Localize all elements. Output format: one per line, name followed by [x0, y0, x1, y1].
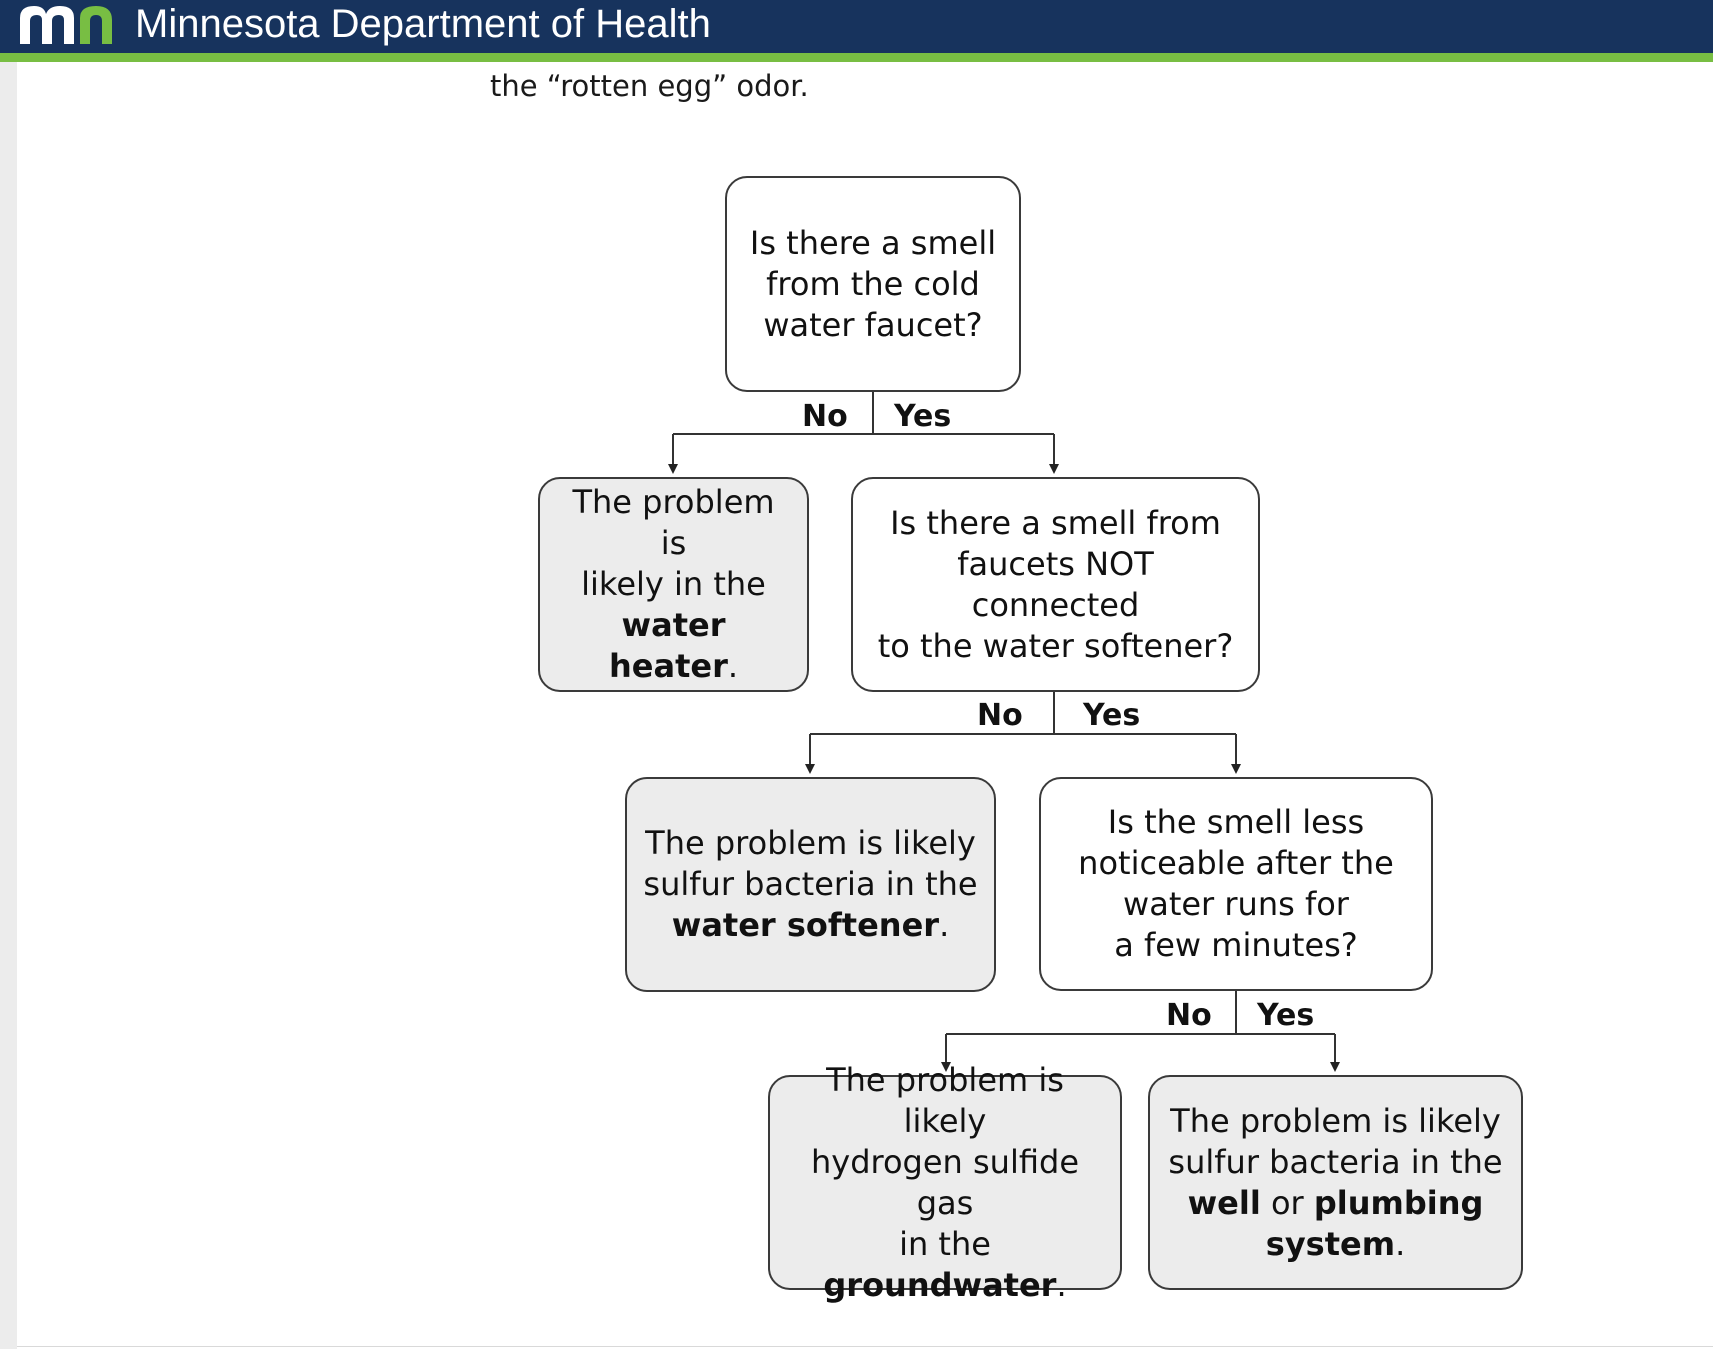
- answer-box-water-heater: The problem is likely in the water heate…: [538, 477, 809, 692]
- site-title[interactable]: Minnesota Department of Health: [135, 2, 711, 46]
- answer-box-water-softener: The problem is likely sulfur bacteria in…: [625, 777, 996, 992]
- q2-no-label: No: [977, 698, 1023, 733]
- question-box-softener-faucets: Is there a smell from faucets NOT connec…: [851, 477, 1260, 692]
- site-header: Minnesota Department of Health: [0, 0, 1713, 53]
- q3-yes-label: Yes: [1257, 998, 1315, 1033]
- answer-box-well-plumbing: The problem is likely sulfur bacteria in…: [1148, 1075, 1523, 1290]
- q1-no-label: No: [802, 399, 848, 434]
- answer-text: The problem is likely sulfur bacteria in…: [643, 824, 978, 944]
- question-text: Is there a smell from the cold water fau…: [749, 223, 997, 344]
- question-box-smell-less-noticeable: Is the smell less noticeable after the w…: [1039, 777, 1433, 991]
- left-sidebar-rail: [0, 62, 17, 1349]
- intro-text: the “rotten egg” odor.: [490, 69, 809, 103]
- question-text: Is the smell less noticeable after the w…: [1078, 803, 1394, 964]
- page-bottom-divider: [17, 1346, 1713, 1347]
- answer-text: The problem is likely sulfur bacteria in…: [1168, 1101, 1503, 1263]
- q2-yes-label: Yes: [1083, 698, 1141, 733]
- header-accent-stripe: [0, 53, 1713, 62]
- q3-no-label: No: [1166, 998, 1212, 1033]
- answer-text: The problem is likely hydrogen sulfide g…: [810, 1060, 1079, 1304]
- question-box-cold-faucet: Is there a smell from the cold water fau…: [725, 176, 1021, 392]
- answer-box-groundwater: The problem is likely hydrogen sulfide g…: [768, 1061, 1122, 1304]
- answer-text: The problem is likely in the water heate…: [572, 483, 775, 685]
- q1-yes-label: Yes: [894, 399, 952, 434]
- question-text: Is there a smell from faucets NOT connec…: [877, 503, 1234, 665]
- mn-logo-icon[interactable]: [16, 2, 120, 46]
